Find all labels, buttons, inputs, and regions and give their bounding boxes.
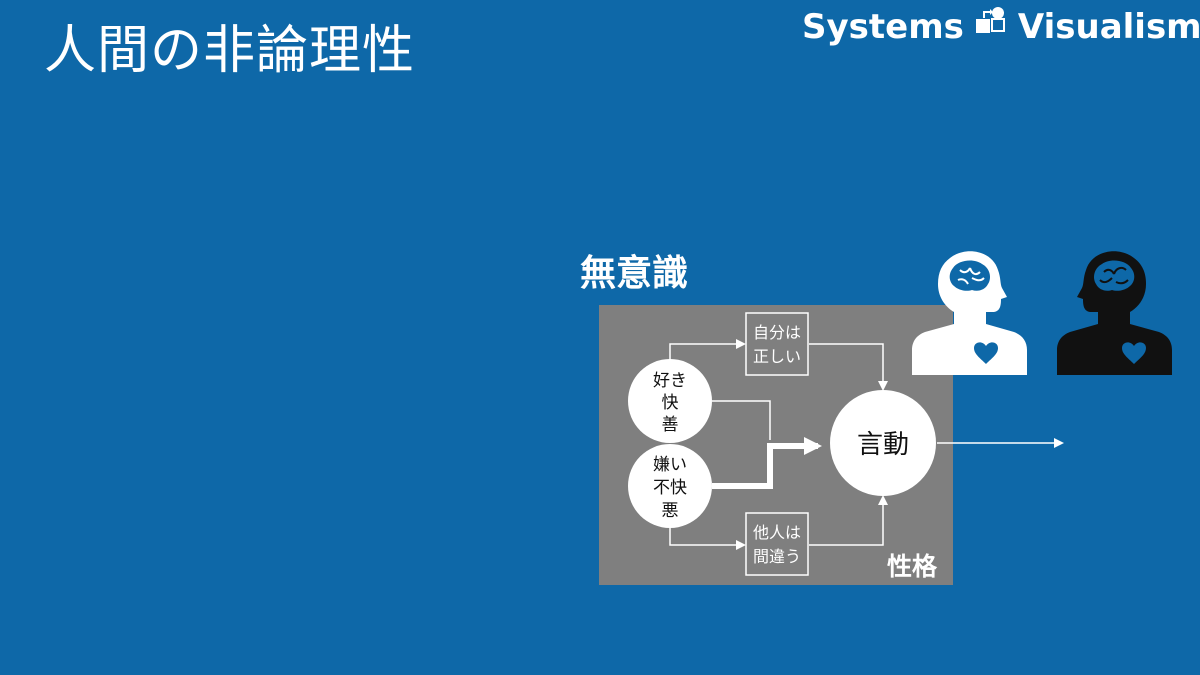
line-like-to-action	[712, 400, 771, 440]
like-node	[628, 359, 712, 443]
brand-logo: Systems Visualism	[802, 6, 1200, 48]
dislike-node-line-3: 悪	[662, 501, 679, 521]
dislike-node-line-2: 不快	[653, 478, 687, 498]
arrow-dislike-to-others-wrong	[669, 527, 746, 550]
self-right-line-2: 正しい	[753, 347, 801, 366]
self-right-line-1: 自分は	[753, 323, 801, 342]
personality-label: 性格	[887, 552, 938, 581]
systems-visualism-logo-icon	[974, 6, 1008, 49]
brand-name-left: Systems	[802, 7, 964, 47]
arrow-like-to-self-right	[669, 339, 746, 363]
self-right-box	[745, 312, 809, 376]
dislike-node	[628, 444, 712, 528]
others-wrong-line-2: 間違う	[753, 547, 801, 566]
others-wrong-line-1: 他人は	[753, 523, 801, 542]
person-brain-heart-icon	[912, 251, 1027, 375]
arrow-others-wrong-to-action	[809, 495, 888, 546]
like-node-line-2: 快	[662, 393, 679, 413]
brand-name-right: Visualism	[1017, 7, 1200, 47]
like-node-line-1: 好き	[653, 371, 687, 391]
arrow-dislike-to-action	[712, 437, 822, 489]
person-brain-heart-icon	[1057, 251, 1172, 375]
unconscious-label: 無意識	[580, 253, 689, 294]
action-node-label: 言動	[857, 430, 909, 460]
like-node-line-3: 善	[662, 415, 679, 435]
others-wrong-box	[745, 512, 809, 576]
arrow-self-right-to-action	[809, 343, 888, 391]
action-node	[830, 390, 936, 496]
dislike-node-line-1: 嫌い	[653, 455, 687, 475]
page-title: 人間の非論理性	[44, 21, 416, 81]
